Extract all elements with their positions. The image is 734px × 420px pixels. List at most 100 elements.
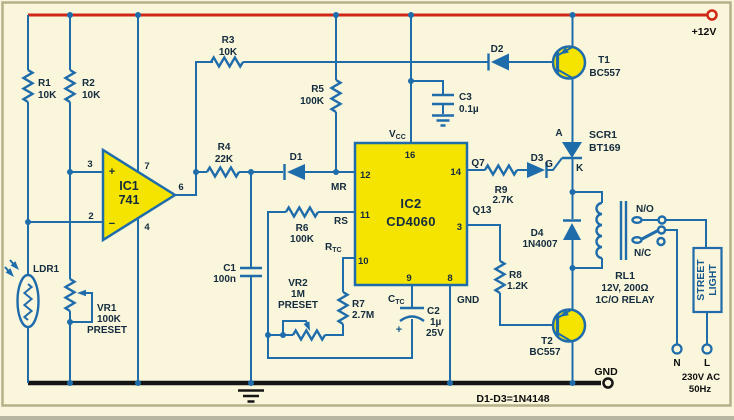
resistor-r3: [209, 56, 245, 68]
resistor-r4: [205, 166, 241, 178]
diode-d1: [283, 164, 305, 180]
wire-vcc-c3: [410, 15, 444, 143]
earth-icon: [432, 114, 454, 127]
ic2-cd4060: [353, 141, 469, 287]
transistor-t1: [551, 45, 587, 80]
label-vr1-kind: PRESET: [87, 325, 127, 336]
label-r6-value: 100K: [290, 234, 315, 245]
label-supply-12v: +12V: [692, 26, 717, 38]
figure-border: [1, 1, 732, 407]
label-r9-value: 2.7K: [492, 195, 514, 206]
nc-contact-icon: [656, 236, 666, 247]
label-diode-note: D1-D3=1N4148: [476, 393, 549, 405]
label-r1-value: 10K: [38, 90, 57, 101]
label-scr-ref: SCR1: [589, 129, 617, 141]
label-c1-ref: C1: [223, 263, 236, 274]
label-relay-no: N/O: [636, 204, 654, 215]
label-scr-cathode: K: [576, 163, 584, 174]
wire-q13-r8-base: [467, 224, 556, 326]
wire-no-contact: [665, 219, 707, 248]
no-contact-icon: [631, 215, 643, 224]
label-t2-ref: T2: [541, 336, 553, 347]
label-vr1-ref: VR1: [97, 303, 117, 314]
label-ic1-pin4: 4: [144, 222, 150, 233]
transistor-t2: [551, 308, 587, 343]
label-r1-ref: R1: [38, 78, 51, 89]
label-r8-ref: R8: [509, 270, 522, 281]
label-rtc: RTC: [325, 242, 342, 254]
label-ic1-pin7: 7: [144, 161, 149, 172]
label-ctc: CTC: [388, 294, 405, 306]
label-ic1-plus: +: [109, 166, 115, 178]
relay-rl1: [595, 201, 667, 260]
label-d3: D3: [531, 153, 544, 164]
label-r2-value: 10K: [82, 90, 101, 101]
wire-pole-to-n: [665, 229, 678, 345]
label-d1: D1: [290, 152, 303, 163]
label-rs: RS: [334, 216, 348, 227]
label-ic2-gnd: GND: [457, 295, 479, 306]
label-load-line2: LIGHT: [707, 264, 719, 296]
label-ic2-pin11: 11: [360, 210, 371, 221]
terminal-gnd: [602, 377, 614, 389]
label-ic2-pin9: 9: [406, 273, 411, 284]
label-ic2-pin10: 10: [358, 256, 369, 267]
preset-vr2: [282, 320, 327, 341]
label-mains-voltage: 230V AC: [682, 372, 720, 383]
wire-output-feedback: [175, 61, 488, 196]
label-t2-part: BC557: [529, 347, 561, 358]
pole-contact-icon: [631, 235, 643, 244]
label-r4-value: 22K: [215, 154, 234, 165]
label-c1-value: 100n: [213, 274, 236, 285]
label-q13: Q13: [473, 205, 492, 216]
label-relay-kind: 1C/O RELAY: [595, 295, 654, 306]
label-ic1-pin2: 2: [88, 211, 93, 222]
label-r5-ref: R5: [311, 84, 324, 95]
resistor-r8: [494, 259, 506, 295]
label-r3-value: 10K: [219, 47, 238, 58]
label-c2-ref: C2: [427, 306, 440, 317]
label-vr2-value: 1M: [291, 289, 305, 300]
label-ldr1: LDR1: [33, 264, 60, 275]
label-d4-part: 1N4007: [522, 239, 557, 250]
label-ic2-ref: IC2: [400, 196, 421, 211]
label-q7: Q7: [471, 158, 485, 169]
resistor-r7: [337, 290, 349, 326]
label-ic1-minus: −: [109, 218, 115, 230]
label-ic2-pin8: 8: [447, 273, 452, 284]
label-t1-ref: T1: [598, 55, 610, 66]
label-c2-rating: 25V: [426, 328, 444, 339]
junction-dots: [25, 12, 576, 386]
label-terminal-gnd: GND: [594, 366, 618, 378]
capacitor-c2: [399, 306, 425, 322]
label-vcc: VCC: [389, 129, 406, 141]
wire-ctc-c2: [267, 285, 413, 359]
street-light-box: [692, 246, 723, 314]
relay-coil-icon: [595, 201, 603, 260]
resistor-r9: [483, 164, 519, 176]
label-r4-ref: R4: [218, 142, 231, 153]
label-ic1-part: 741: [119, 193, 140, 207]
capacitor-c3: [432, 93, 454, 127]
label-mr: MR: [331, 182, 347, 193]
label-r6-ref: R6: [296, 223, 309, 234]
label-r9-ref: R9: [495, 185, 508, 196]
relay-core-icon: [619, 201, 628, 260]
label-vcc-main: V: [389, 129, 396, 140]
label-r3-ref: R3: [222, 35, 235, 46]
opamp-ic1: [101, 147, 178, 243]
wire-q7-gate: [467, 157, 563, 171]
label-r7-value: 2.7M: [352, 310, 374, 321]
resistor-r5: [330, 78, 342, 114]
label-rtc-sub: TC: [332, 247, 341, 254]
supply-rail-12v: [28, 9, 718, 21]
label-mains-live: L: [704, 358, 710, 369]
label-c2-value: 1µ: [430, 317, 442, 328]
label-ic2-pin16: 16: [405, 150, 416, 161]
label-ic2-pin14: 14: [450, 167, 461, 178]
label-scr-anode: A: [555, 128, 562, 139]
figure-bottom-edge: [0, 416, 734, 420]
earth-symbol: [238, 389, 264, 403]
resistor-r2: [64, 68, 76, 104]
